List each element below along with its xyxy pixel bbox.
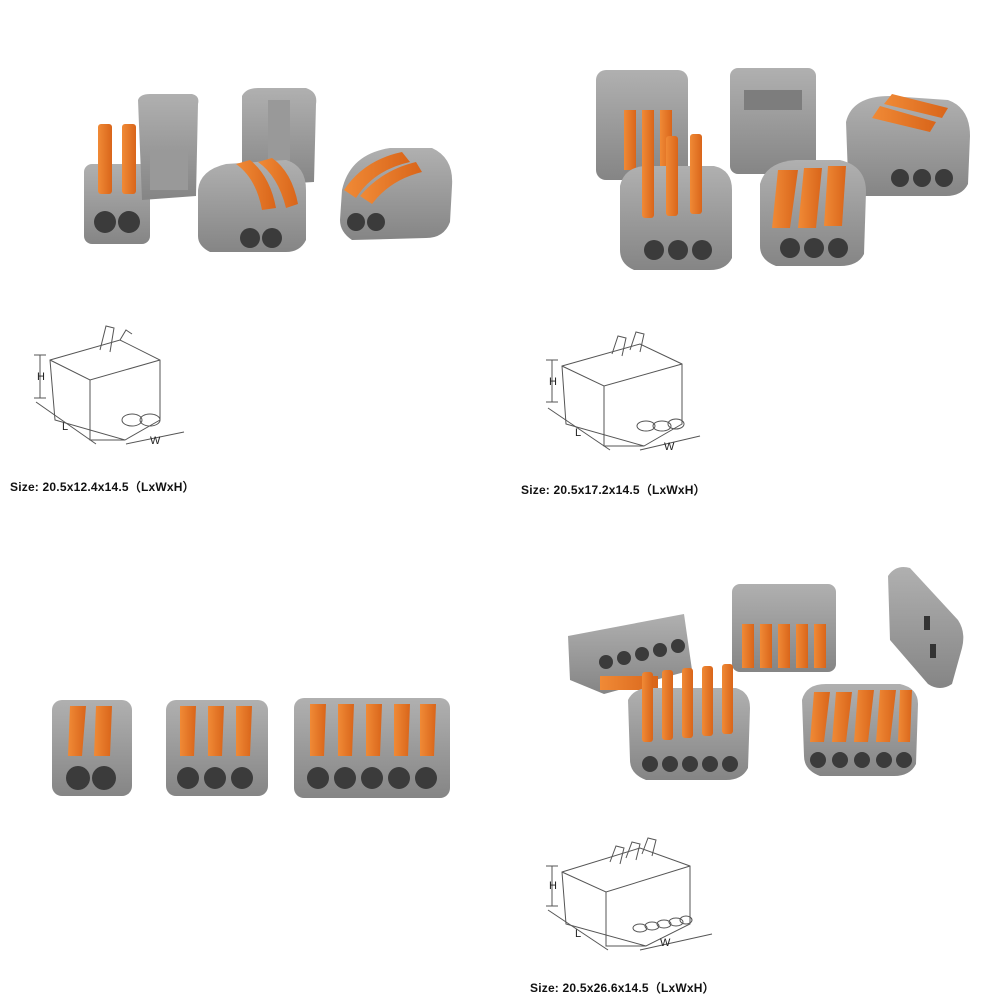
connector-2-pole-angled-center [198, 158, 306, 252]
photo-front-view-row [52, 698, 450, 798]
connector-2-pole-angled-right [340, 148, 453, 240]
connector-2-pole-back-view [138, 94, 199, 200]
size-label-3-pole: Size: 20.5x17.2x14.5（LxWxH） [521, 483, 706, 497]
dimension-letter-w: W [664, 441, 675, 453]
connector-5-pole-levers-up [628, 664, 750, 780]
dimension-diagram-2-pole [34, 325, 185, 445]
photo-5-pole-connectors [568, 567, 964, 780]
connector-5-pole-side [888, 567, 964, 688]
dimension-letter-h: H [549, 880, 557, 892]
dimension-diagram-3-pole [546, 331, 701, 451]
connector-5-pole-front [294, 698, 450, 798]
dimension-letter-l: L [62, 421, 68, 433]
connector-2-pole-levers-up [84, 124, 150, 244]
dimension-letter-l: L [575, 427, 581, 439]
photo-2-pole-connectors [84, 88, 453, 252]
connector-3-pole-levers-up [620, 134, 732, 270]
connector-5-pole-back [732, 584, 836, 672]
dimension-letter-h: H [37, 371, 45, 383]
connector-5-pole-levers-down [802, 684, 918, 776]
dimension-diagram-3-pole-letters: H L W [549, 376, 675, 453]
connector-3-pole-levers-down [760, 160, 866, 266]
dimension-letter-h: H [549, 376, 557, 388]
dimension-letter-w: W [150, 435, 161, 447]
dimension-letter-l: L [575, 928, 581, 940]
dimension-diagram-2-pole-letters: H L W [37, 371, 161, 447]
photo-3-pole-connectors [596, 68, 970, 270]
dimension-letter-w: W [660, 937, 671, 949]
connector-5-pole-tilted-left [568, 614, 692, 694]
size-label-2-pole: Size: 20.5x12.4x14.5（LxWxH） [10, 480, 195, 494]
connector-3-pole-back-right [846, 94, 970, 196]
dimension-diagram-5-pole-letters: H L W [549, 880, 671, 949]
dimension-diagram-5-pole [546, 837, 713, 951]
connector-3-pole-back-center [730, 68, 816, 174]
connector-2-pole-front [52, 700, 132, 796]
connector-3-pole-front [166, 700, 268, 796]
size-label-5-pole: Size: 20.5x26.6x14.5（LxWxH） [530, 981, 715, 995]
